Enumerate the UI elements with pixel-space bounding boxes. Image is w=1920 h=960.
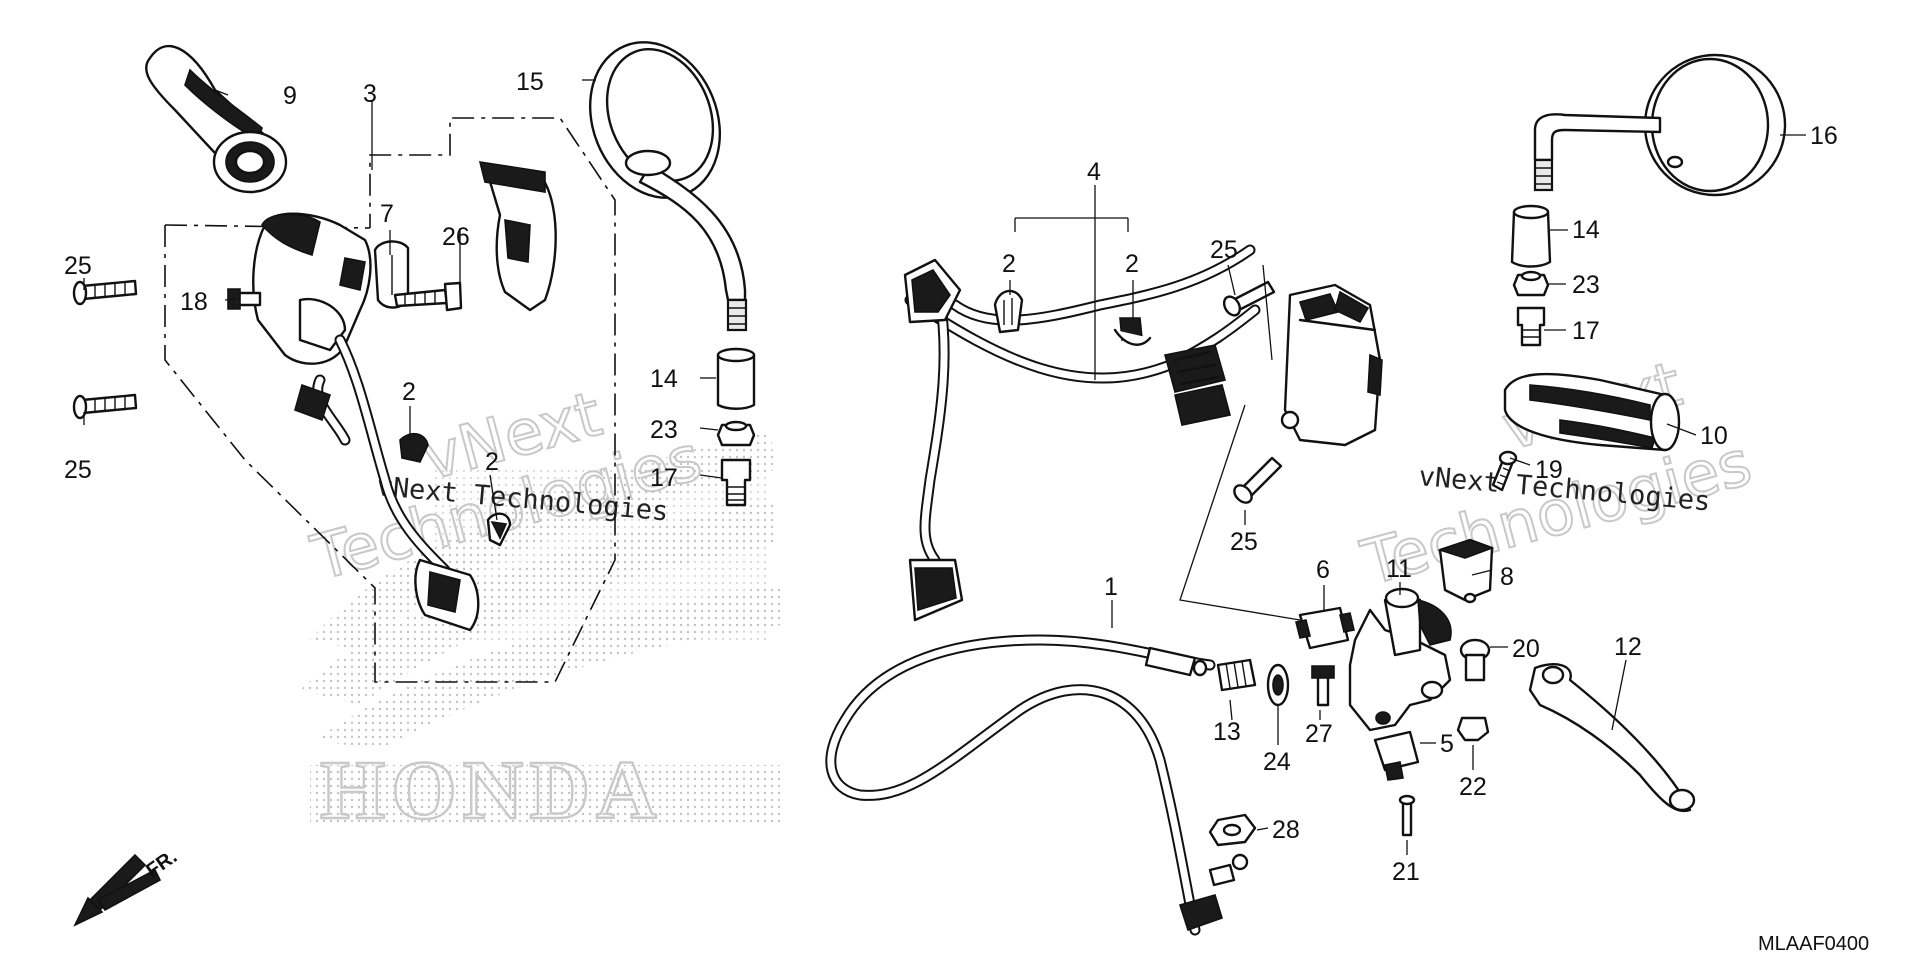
brand-watermark-text: HONDA xyxy=(320,744,663,837)
clip-2-center-b xyxy=(1113,317,1152,346)
callout-24: 24 xyxy=(1263,748,1291,776)
screw-25-upper xyxy=(72,279,138,306)
callout-15: 15 xyxy=(516,68,544,96)
adapter-17-left xyxy=(720,458,752,507)
left-upper-housing xyxy=(478,161,557,312)
holder-8 xyxy=(1437,538,1495,604)
pivot-bolt-20 xyxy=(1459,638,1491,682)
clutch-lever-12 xyxy=(1528,663,1696,813)
callout-11: 11 xyxy=(1386,555,1412,583)
front-direction-arrow: FR. xyxy=(73,846,181,927)
callout-2-left-a: 2 xyxy=(402,378,416,406)
callout-10: 10 xyxy=(1700,422,1728,450)
callout-1: 1 xyxy=(1104,573,1118,601)
nut-23-left xyxy=(716,420,756,447)
reference-code: MLAAF0400 xyxy=(1758,933,1869,955)
left-grip xyxy=(145,44,288,194)
switch-5 xyxy=(1373,730,1420,781)
callout-23-left: 23 xyxy=(650,416,678,444)
callout-28: 28 xyxy=(1272,816,1300,844)
callout-8: 8 xyxy=(1500,563,1514,591)
switch-6 xyxy=(1295,606,1355,650)
callout-4: 4 xyxy=(1087,158,1101,186)
callout-5: 5 xyxy=(1440,730,1454,758)
lock-nut-24 xyxy=(1266,663,1290,707)
connector-cluster xyxy=(1164,344,1231,426)
bolt-19 xyxy=(1491,450,1518,492)
callout-23-right: 23 xyxy=(1572,271,1600,299)
assembly-3-boundary xyxy=(164,117,616,683)
screw-25-lower xyxy=(72,393,138,420)
nut-28 xyxy=(1208,813,1257,847)
main-harness xyxy=(903,244,1261,622)
callout-12: 12 xyxy=(1614,633,1642,661)
left-harness xyxy=(294,334,480,632)
screw-25-center-upper xyxy=(1222,280,1276,317)
callout-22: 22 xyxy=(1459,773,1487,801)
callout-7: 7 xyxy=(380,200,394,228)
callout-21: 21 xyxy=(1392,858,1420,886)
callout-20: 20 xyxy=(1512,635,1540,663)
callout-14-right: 14 xyxy=(1572,216,1600,244)
adjuster-13 xyxy=(1216,658,1257,692)
callout-19: 19 xyxy=(1535,456,1563,484)
clip-2-left-b xyxy=(486,512,512,547)
callouts: 9 3 7 26 25 18 25 2 2 15 14 23 17 4 2 2 … xyxy=(64,68,1838,886)
callout-25-center-upper: 25 xyxy=(1210,236,1238,264)
callout-27: 27 xyxy=(1305,720,1333,748)
collar-14-right xyxy=(1510,204,1552,268)
callout-25-left-lower: 25 xyxy=(64,456,92,484)
callout-13: 13 xyxy=(1213,718,1241,746)
callout-2-center-a: 2 xyxy=(1002,250,1016,278)
callout-17-left: 17 xyxy=(650,464,678,492)
callout-25-center-lower: 25 xyxy=(1230,528,1258,556)
right-mirror xyxy=(1533,53,1787,197)
callout-2-left-b: 2 xyxy=(485,448,499,476)
callout-14-left: 14 xyxy=(650,365,678,393)
nut-22 xyxy=(1456,716,1490,742)
clip-2-left-a xyxy=(399,432,429,463)
screw-21 xyxy=(1398,794,1416,837)
callout-6: 6 xyxy=(1316,556,1330,584)
adapter-17-right xyxy=(1516,306,1546,347)
callout-25-left-upper: 25 xyxy=(64,252,92,280)
right-switch-housing xyxy=(1280,283,1383,447)
callout-2-center-b: 2 xyxy=(1125,250,1139,278)
right-grip xyxy=(1503,372,1681,452)
left-mirror xyxy=(588,41,748,332)
screw-25-center-lower xyxy=(1233,456,1283,504)
nut-23-right xyxy=(1512,270,1550,297)
left-switch-housing xyxy=(252,212,372,365)
collar-14-left xyxy=(716,347,756,410)
clutch-cable xyxy=(825,634,1249,936)
callout-26: 26 xyxy=(442,223,470,251)
lever-bracket-11 xyxy=(1348,587,1452,732)
leader-lines xyxy=(83,79,1806,855)
callout-17-right: 17 xyxy=(1572,317,1600,345)
callout-9: 9 xyxy=(283,82,297,110)
callout-3: 3 xyxy=(363,80,377,108)
callout-18: 18 xyxy=(180,288,208,316)
screw-26 xyxy=(393,281,463,312)
clip-2-center-a xyxy=(993,289,1024,334)
bolt-27 xyxy=(1311,665,1335,707)
callout-16: 16 xyxy=(1810,122,1838,150)
